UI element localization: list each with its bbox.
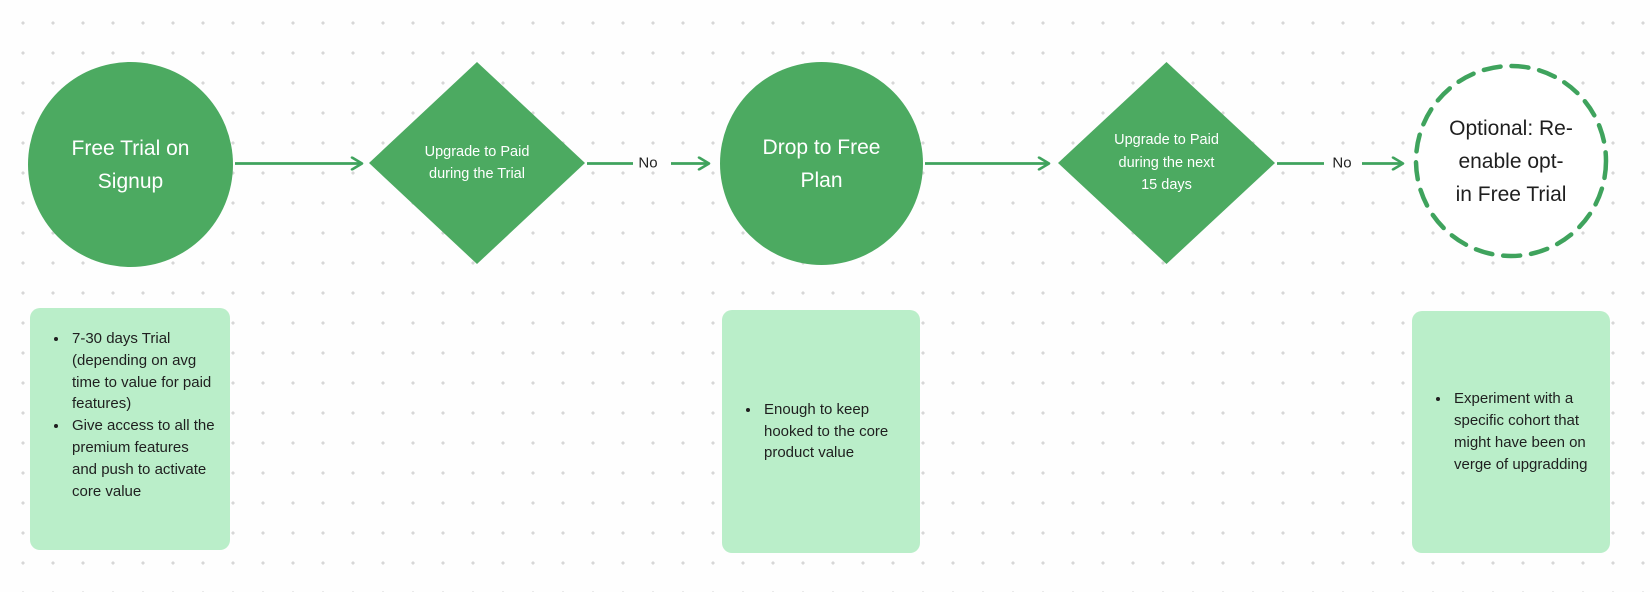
label-line-3: in Free Trial	[1455, 182, 1567, 206]
node-optional-reenable-trial-label: Optional: Re- enable opt- in Free Trial	[1431, 112, 1591, 211]
node-drop-to-free-plan-label: Drop to Free Plan	[762, 135, 881, 192]
node-optional-reenable-trial[interactable]: Optional: Re- enable opt- in Free Trial	[1413, 63, 1609, 259]
node-free-trial-on-signup-label: Free Trial on Signup	[71, 136, 190, 193]
note-bullet: Give access to all the premium features …	[69, 415, 215, 502]
node-upgrade-during-trial-label: Upgrade to Paid during the Trial	[424, 143, 530, 183]
note-reenable-bullet-list: Experiment with a specific cohort that m…	[1424, 388, 1597, 475]
label-line-2: enable opt-	[1458, 149, 1564, 173]
note-bullet: Experiment with a specific cohort that m…	[1451, 388, 1597, 475]
node-upgrade-next-15-days-label: Upgrade to Paid during the next 15 days	[1114, 132, 1219, 194]
note-free-trial-bullet-list: 7-30 days Trial (depending on avg time t…	[42, 328, 215, 502]
label-line-1: Optional: Re-	[1449, 116, 1573, 140]
note-bullet: 7-30 days Trial (depending on avg time t…	[69, 328, 215, 415]
node-free-trial-on-signup[interactable]: Free Trial on Signup	[28, 62, 233, 267]
note-free-trial-details[interactable]: 7-30 days Trial (depending on avg time t…	[30, 308, 230, 550]
edge-label-no-2[interactable]: No	[1332, 154, 1352, 172]
note-free-plan-bullet-list: Enough to keep hooked to the core produc…	[734, 399, 907, 464]
note-free-plan-details[interactable]: Enough to keep hooked to the core produc…	[722, 310, 920, 553]
node-upgrade-during-trial[interactable]: Upgrade to Paid during the Trial	[369, 62, 585, 264]
node-drop-to-free-plan[interactable]: Drop to Free Plan	[720, 62, 923, 265]
node-upgrade-next-15-days[interactable]: Upgrade to Paid during the next 15 days	[1058, 62, 1275, 264]
note-bullet: Enough to keep hooked to the core produc…	[761, 399, 907, 464]
note-reenable-trial-details[interactable]: Experiment with a specific cohort that m…	[1412, 311, 1610, 553]
edge-label-no-1[interactable]: No	[638, 154, 658, 172]
dashed-circle-outline	[1413, 63, 1609, 259]
